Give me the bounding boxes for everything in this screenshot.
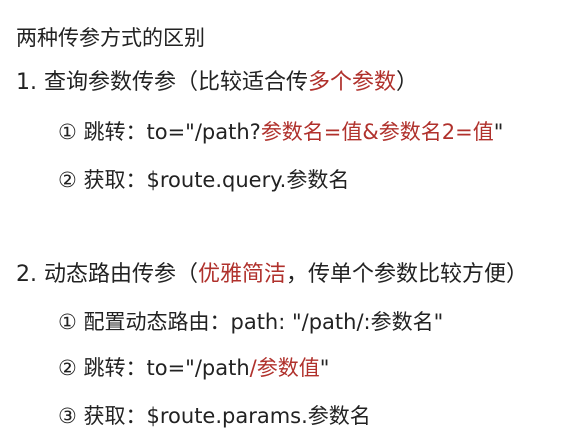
page-title: 两种传参方式的区别 xyxy=(16,26,205,50)
get-params-text: ③ 获取：$route.params.参数名 xyxy=(58,404,371,428)
section-2-heading-text: 2. 动态路由传参（ xyxy=(16,262,198,287)
query-params-text: 参数名=值&参数名2=值 xyxy=(260,120,494,144)
section-1-heading: 1. 查询参数传参（比较适合传多个参数） xyxy=(16,72,418,94)
section-1-item-get: ② 获取：$route.query.参数名 xyxy=(58,170,349,191)
section-1-heading-text: 1. 查询参数传参（比较适合传 xyxy=(16,70,308,95)
section-2-heading-close: ，传单个参数比较方便） xyxy=(286,262,529,287)
section-2-item-navigate: ② 跳转：to="/path/参数值" xyxy=(58,358,329,379)
section-1-item-navigate: ① 跳转：to="/path?参数名=值&参数名2=值" xyxy=(58,122,503,143)
config-route-text: ① 配置动态路由：path: "/path/:参数名" xyxy=(58,310,444,334)
navigate-prefix-2: ② 跳转：to="/path xyxy=(58,356,250,380)
section-1-heading-close: ） xyxy=(396,70,419,95)
section-2-item-config: ① 配置动态路由：path: "/path/:参数名" xyxy=(58,312,443,333)
navigate-suffix-2: " xyxy=(319,356,330,380)
section-2-item-get: ③ 获取：$route.params.参数名 xyxy=(58,406,371,427)
section-2-highlight: 优雅简洁 xyxy=(197,262,286,287)
section-2-heading: 2. 动态路由传参（优雅简洁，传单个参数比较方便） xyxy=(16,264,528,286)
get-query-text: ② 获取：$route.query.参数名 xyxy=(58,168,350,192)
param-value-text: /参数值 xyxy=(249,356,320,380)
navigate-prefix: ① 跳转：to="/path? xyxy=(58,120,261,144)
navigate-suffix: " xyxy=(493,120,504,144)
section-1-highlight: 多个参数 xyxy=(307,70,396,95)
